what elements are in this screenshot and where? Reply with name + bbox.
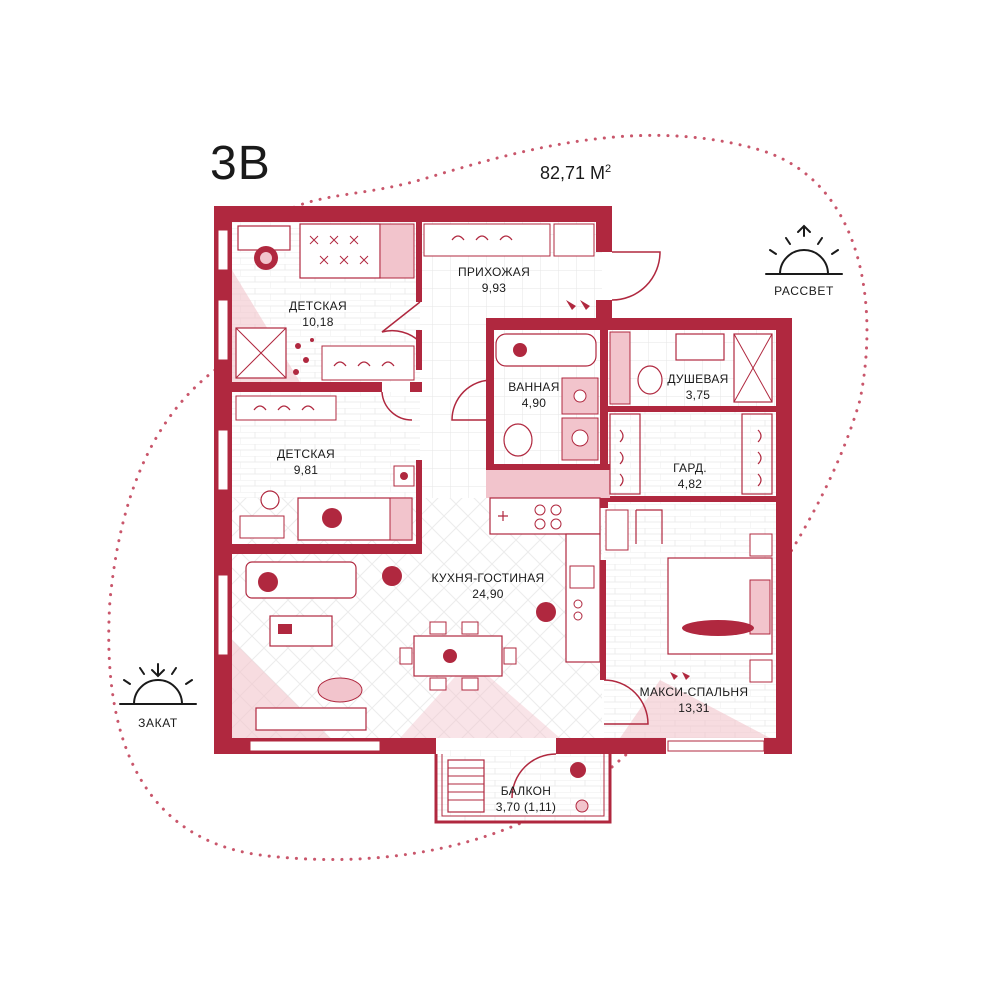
room-label-bathroom: ВАННАЯ 4,90: [508, 379, 559, 411]
sunset-label: ЗАКАТ: [138, 716, 178, 730]
balcony-frame: [434, 754, 612, 824]
room-name: ПРИХОЖАЯ: [457, 265, 531, 279]
room-label-kids-1: ДЕТСКАЯ 10,18: [289, 298, 347, 330]
room-name: КУХНЯ-ГОСТИНАЯ: [431, 571, 545, 585]
room-area: 9,93: [481, 281, 507, 296]
room-label-wardrobe: ГАРД. 4,82: [673, 460, 707, 492]
wardrobe-floor: [606, 412, 776, 496]
windows-bottom: [249, 740, 765, 752]
total-area-value: 82,71 М: [540, 163, 606, 183]
room-name: ГАРД.: [673, 461, 707, 475]
kids-room-1-furniture: [235, 223, 415, 381]
room-label-master-bedroom: МАКСИ-СПАЛЬНЯ 13,31: [640, 684, 749, 716]
room-area: 3,75: [685, 388, 711, 403]
sunlight-kitchen: [400, 660, 560, 738]
sunrise-label: РАССВЕТ: [774, 284, 834, 298]
hallway-furniture: [423, 223, 595, 310]
room-name: ДУШЕВАЯ: [667, 372, 729, 386]
room-area: 4,90: [521, 396, 547, 411]
room-area: 4,82: [677, 477, 703, 492]
room-label-balcony: БАЛКОН 3,70 (1,11): [496, 783, 556, 815]
total-area-unit-power: 2: [605, 163, 612, 175]
room-name: ДЕТСКАЯ: [289, 299, 347, 313]
bedroom-furniture: [605, 509, 773, 683]
room-name: ДЕТСКАЯ: [277, 447, 335, 461]
room-label-hallway: ПРИХОЖАЯ 9,93: [458, 264, 530, 296]
total-area: 82,71 М2: [540, 163, 611, 184]
room-area: 10,18: [302, 315, 334, 330]
kitchen-living-furniture: [245, 497, 601, 731]
room-area: 24,90: [472, 587, 504, 602]
shower-fixtures: [609, 331, 773, 405]
hallway-corridor-floor: [420, 318, 490, 498]
room-name: ВАННАЯ: [508, 380, 560, 394]
room-label-kitchen-living: КУХНЯ-ГОСТИНАЯ 24,90: [432, 570, 545, 602]
windows-left: [217, 229, 229, 656]
room-area: 3,70 (1,11): [495, 800, 557, 815]
wardrobe-fixtures: [609, 413, 773, 495]
room-label-shower: ДУШЕВАЯ 3,75: [667, 371, 728, 403]
balcony-furniture: [447, 759, 589, 813]
room-name: БАЛКОН: [500, 784, 552, 798]
kitchen-counter-block: [486, 470, 610, 498]
room-area: 13,31: [678, 701, 710, 716]
room-area: 9,81: [293, 463, 319, 478]
sunset-icon: [119, 663, 197, 705]
sunrise-icon: [765, 224, 843, 275]
room-name: МАКСИ-СПАЛЬНЯ: [639, 685, 749, 699]
doors: [381, 251, 661, 799]
bathroom-fixtures: [495, 333, 599, 461]
kids-room-2-furniture: [235, 395, 415, 541]
apartment-code: 3В: [210, 137, 271, 190]
room-label-kids-2: ДЕТСКАЯ 9,81: [277, 446, 335, 478]
sunlight-bedroom: [620, 680, 770, 738]
